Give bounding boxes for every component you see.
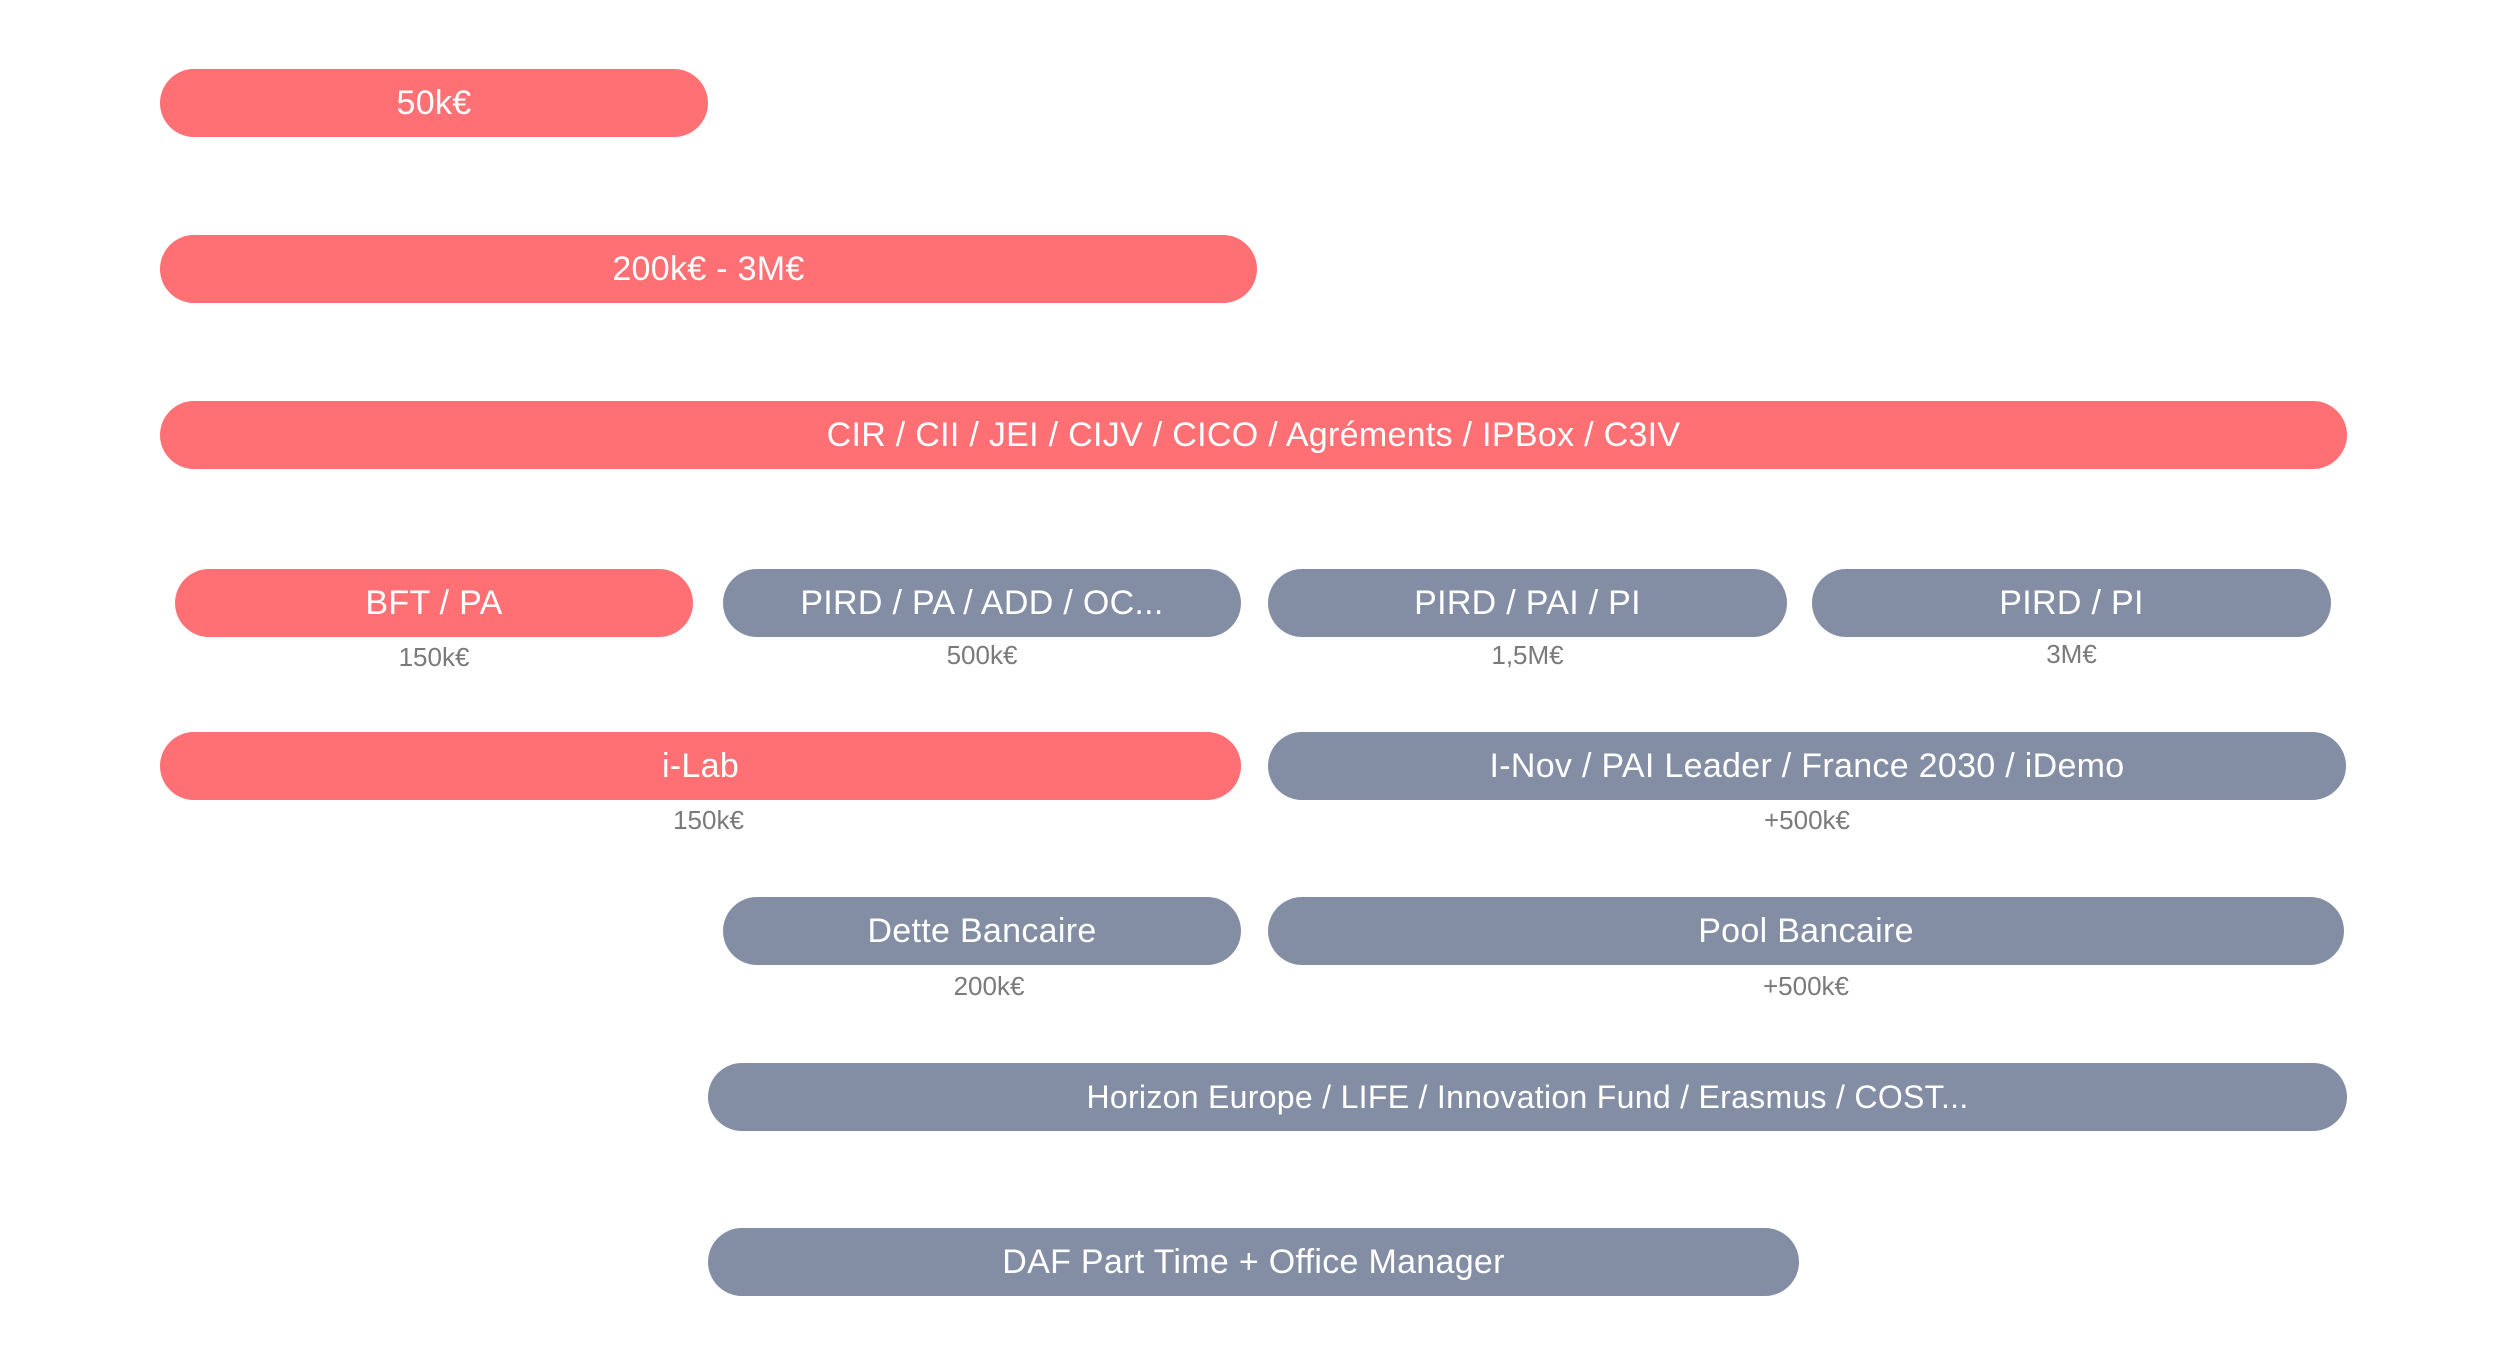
amount-pool-bancaire: +500k€ [1762, 971, 1850, 1001]
bar-dette-bancaire: Dette Bancaire [723, 897, 1241, 965]
bar-i-nov: I-Nov / PAI Leader / France 2030 / iDemo [1268, 732, 2346, 800]
amount-pird-pi: 3M€ [2046, 639, 2097, 669]
bar-bft-pa: BFT / PA [175, 569, 693, 637]
amount-i-nov: +500k€ [1763, 805, 1851, 835]
bar-pool-bancaire: Pool Bancaire [1268, 897, 2344, 965]
bar-pird-pi: PIRD / PI [1812, 569, 2331, 637]
bar-daf-part-time: DAF Part Time + Office Manager [708, 1228, 1799, 1296]
bar-i-lab: i-Lab [160, 732, 1241, 800]
amount-bft-pa: 150k€ [398, 642, 470, 672]
amount-pird-pai-pi: 1,5M€ [1491, 640, 1564, 670]
bar-tax-credits: CIR / CII / JEI / CIJV / CICO / Agrément… [160, 401, 2347, 469]
bar-horizon-europe: Horizon Europe / LIFE / Innovation Fund … [708, 1063, 2347, 1131]
amount-pird-pa-add-oc: 500k€ [946, 640, 1018, 670]
bar-50k: 50k€ [160, 69, 708, 137]
amount-dette-bancaire: 200k€ [953, 971, 1025, 1001]
bar-pird-pa-add-oc: PIRD / PA / ADD / OC... [723, 569, 1241, 637]
bar-pird-pai-pi: PIRD / PAI / PI [1268, 569, 1787, 637]
bar-200k-3m: 200k€ - 3M€ [160, 235, 1257, 303]
amount-i-lab: 150k€ [673, 805, 744, 835]
